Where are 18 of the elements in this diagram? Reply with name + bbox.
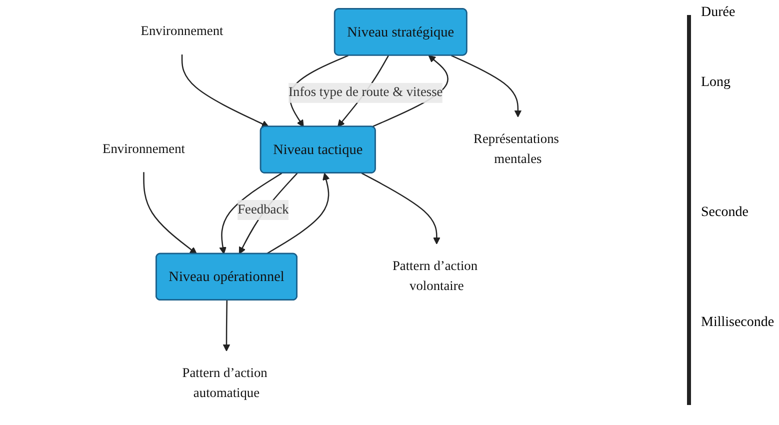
arrow: [222, 300, 230, 352]
edge-label: Feedback: [238, 202, 289, 217]
arrow: [266, 172, 330, 254]
node-text: Environnement: [102, 142, 186, 156]
duration-label: Seconde: [701, 205, 748, 221]
node-text: Représentations mentales: [474, 132, 559, 166]
arrow: [219, 172, 282, 254]
node-text: Pattern d’action automatique: [182, 366, 268, 400]
duration-label: Long: [701, 75, 731, 91]
arrow: [361, 172, 440, 244]
arrow: [451, 54, 522, 118]
duration-label: Milliseconde: [701, 315, 774, 331]
node-text: Environnement: [140, 24, 224, 39]
node-text: Pattern d’action volontaire: [392, 259, 478, 294]
duration-label: Durée: [701, 5, 736, 21]
arrow: [181, 54, 270, 128]
edge-label: Infos type de route & vitesse: [288, 85, 443, 100]
arrow: [143, 172, 198, 254]
